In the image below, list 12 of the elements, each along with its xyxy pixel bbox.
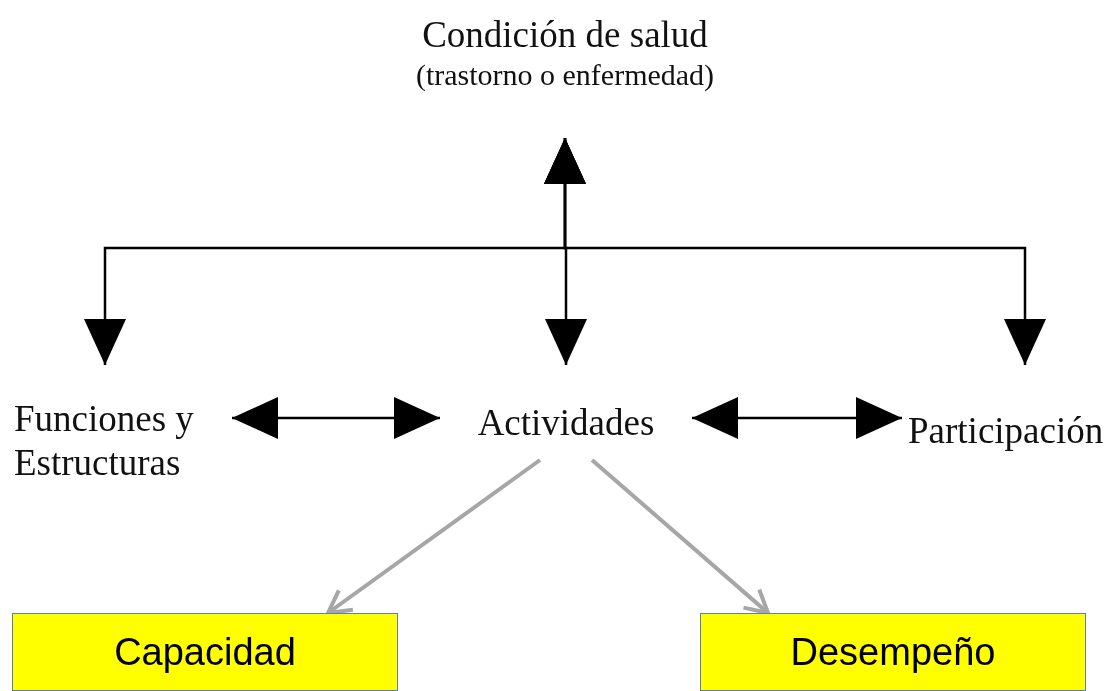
concept-label: Participación	[902, 365, 1118, 465]
highlight-box: Capacidad	[12, 613, 398, 691]
arrow	[232, 397, 440, 439]
heading-text: Condición de salud	[421, 13, 709, 57]
arrow	[326, 458, 542, 615]
highlight-box: Desempeño	[700, 613, 1086, 691]
arrow	[692, 397, 902, 439]
arrow	[544, 138, 1046, 365]
subheading-text: (trastorno o enfermedad)	[414, 57, 716, 93]
concept-label: Actividades	[440, 365, 692, 460]
arrow	[590, 458, 770, 615]
concept-label: Funciones y Estructuras	[0, 365, 232, 505]
